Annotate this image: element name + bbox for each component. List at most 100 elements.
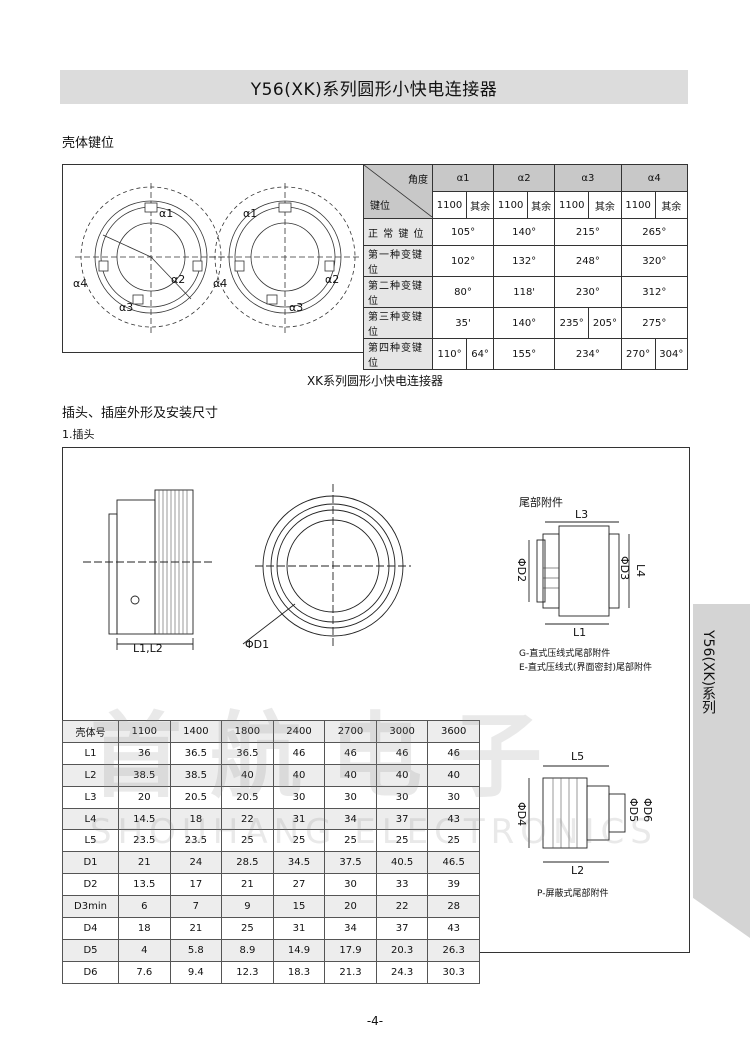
cell: 43 (427, 807, 480, 831)
tail-l1-label: L1 (573, 626, 587, 639)
cell: 21.3 (324, 960, 377, 984)
cell: 25 (221, 917, 274, 940)
cell: 14.9 (272, 938, 326, 962)
cell: 46 (375, 741, 429, 765)
cell: 22 (375, 895, 429, 919)
cell: 38.5 (169, 763, 223, 787)
header-cell: 1800 (221, 720, 274, 743)
cell: 25 (324, 829, 377, 853)
table-row: 第四种变键位 110° 64° 155° 234° 270° 304° (363, 338, 689, 370)
alpha4-label-right: α4 (213, 277, 228, 290)
side-tab (693, 604, 750, 938)
page-title-text: Y56(XK)系列圆形小快电连接器 (250, 79, 498, 100)
cell: 205° (588, 307, 622, 339)
cell: 105° (431, 218, 495, 246)
cell: 36.5 (169, 741, 223, 765)
cell: 40.5 (375, 851, 429, 875)
sub-header: 1100 (620, 191, 656, 219)
cell: 22 (221, 807, 274, 831)
header-cell: 1400 (169, 720, 223, 743)
cell: 30 (375, 785, 429, 809)
row-label: L3 (62, 785, 119, 809)
cell: 20 (324, 895, 377, 919)
l1-l2-label: L1,L2 (133, 642, 163, 655)
table-corner: 角度 键位 (363, 164, 433, 219)
sub-header: 其余 (654, 191, 689, 219)
cell: 24.3 (375, 960, 429, 984)
cell: 140° (493, 307, 556, 339)
cell: 46 (324, 741, 377, 765)
cell: 30.3 (427, 960, 480, 984)
cell: 304° (654, 338, 689, 370)
cell: 312° (620, 276, 689, 308)
cell: 23.5 (118, 829, 171, 853)
row-label: D6 (62, 960, 119, 984)
cell: 26.3 (427, 938, 480, 962)
header-cell: 2700 (324, 720, 377, 743)
cell: 132° (493, 245, 556, 277)
row-label: L5 (62, 829, 119, 853)
cell: 27 (272, 873, 326, 897)
cell: 24 (169, 851, 223, 875)
cell: 140° (493, 218, 556, 246)
sub-header: 1100 (493, 191, 529, 219)
header-alpha1: α1 (431, 164, 495, 192)
cell: 20.5 (169, 785, 223, 809)
cell: 270° (620, 338, 656, 370)
cell: 265° (620, 218, 689, 246)
cell: 30 (324, 785, 377, 809)
cell: 64° (466, 338, 495, 370)
table-row: 第一种变键位 102° 132° 248° 320° (363, 245, 689, 277)
cell: 6 (118, 895, 171, 919)
cell: 8.9 (221, 938, 274, 962)
row-label: D5 (62, 938, 119, 962)
cell: 18 (118, 917, 171, 940)
cell: 25 (272, 829, 326, 853)
cell: 248° (554, 245, 622, 277)
header-alpha4: α4 (620, 164, 689, 192)
table-row: 第二种变键位 80° 118' 230° 312° (363, 276, 689, 308)
cell: 25 (221, 829, 274, 853)
cell: 46 (427, 741, 480, 765)
cell: 155° (493, 338, 556, 370)
corner-bottom-label: 键位 (370, 201, 390, 212)
cell: 28 (427, 895, 480, 919)
tail-d3-label: ΦD3 (618, 556, 631, 581)
cell: 25 (375, 829, 429, 853)
row-label: L2 (62, 763, 119, 787)
cell: 12.3 (221, 960, 274, 984)
tail-accessory-title: 尾部附件 (519, 496, 563, 509)
corner-diagonal (364, 165, 432, 217)
cell: 4 (118, 938, 171, 962)
cell: 7 (169, 895, 223, 919)
cell: 14.5 (118, 807, 171, 831)
d1-label: ΦD1 (245, 638, 270, 651)
cell: 110° (431, 338, 468, 370)
cell: 9 (221, 895, 274, 919)
cell: 102° (431, 245, 495, 277)
tail-caption-g: G-直式压线式尾部附件 (519, 649, 611, 659)
alpha3-label-left: α3 (119, 301, 134, 314)
corner-top-label: 角度 (408, 175, 428, 186)
cell: 20 (118, 785, 171, 809)
cell: 31 (272, 807, 326, 831)
cell: 34.5 (272, 851, 326, 875)
cell: 28.5 (221, 851, 274, 875)
cell: 46.5 (427, 851, 480, 875)
row-label: D4 (62, 917, 119, 940)
cell: 39 (427, 873, 480, 897)
cell: 275° (620, 307, 689, 339)
header-cell: 3600 (427, 720, 480, 743)
cell: 235° (554, 307, 590, 339)
cell: 18 (169, 807, 223, 831)
tail-d2-label: ΦD2 (515, 558, 528, 583)
cell: 320° (620, 245, 689, 277)
